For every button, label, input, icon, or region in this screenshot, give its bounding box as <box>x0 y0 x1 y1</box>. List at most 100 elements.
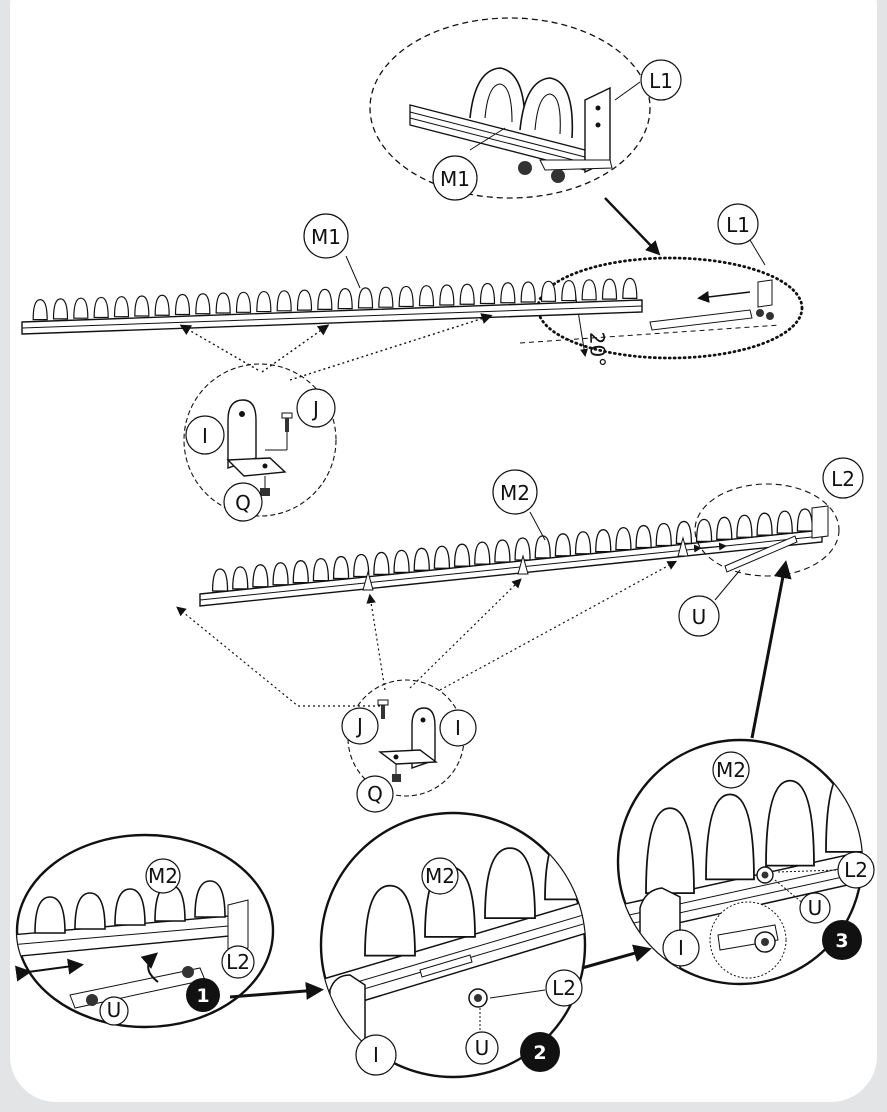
label-l2-step1: L2 <box>226 950 250 974</box>
guard-tooth <box>540 280 557 302</box>
guard-tooth <box>479 282 496 305</box>
rail-m1-leaders <box>179 313 493 381</box>
guard-tooth <box>256 290 272 313</box>
guard-tooth <box>615 526 632 551</box>
step-3-detail: M2 L2 U I 3 <box>616 738 875 986</box>
label-u-step1: U <box>107 998 122 1022</box>
guard-tooth <box>114 888 146 926</box>
guard-tooth <box>113 296 130 318</box>
guard-tooth <box>736 514 753 538</box>
guard-tooth <box>635 524 652 549</box>
step-badge-2 <box>520 1032 560 1072</box>
bracket-detail-1: I J Q <box>183 363 337 522</box>
guard-tooth <box>195 293 211 315</box>
rail-m2-leaders <box>176 560 678 707</box>
label-l2-top: L2 <box>831 467 855 491</box>
guard-tooth <box>34 896 66 934</box>
label-j-2: J <box>355 714 363 738</box>
guard-tooth <box>398 285 414 308</box>
guard-tooth <box>134 295 150 317</box>
guard-tooth <box>52 298 69 320</box>
guard-tooth <box>332 555 350 580</box>
guard-tooth <box>337 288 353 310</box>
guard-tooth <box>601 278 618 300</box>
guard-tooth <box>373 551 390 576</box>
guard-tooth <box>645 807 695 895</box>
guard-tooth <box>756 512 773 536</box>
guard-tooth <box>520 281 536 303</box>
step-badge-1 <box>186 978 220 1012</box>
guard-tooth <box>393 549 410 574</box>
guard-tooth <box>211 568 229 592</box>
guard-tooth <box>474 541 491 565</box>
guard-tooth <box>796 508 814 532</box>
guard-tooth <box>32 299 48 321</box>
guard-tooth <box>494 539 511 563</box>
label-m2: M2 <box>500 481 530 505</box>
guard-tooth <box>194 880 226 918</box>
guard-tooth <box>317 288 333 310</box>
guard-tooth <box>765 779 815 867</box>
label-l1-top: L1 <box>649 69 673 93</box>
guard-tooth <box>675 520 693 545</box>
label-l2-step2: L2 <box>552 976 576 1000</box>
label-m1-callout: M1 <box>440 167 470 191</box>
label-l2-step3: L2 <box>844 858 868 882</box>
guard-tooth <box>292 560 309 584</box>
detail-callout-top: L1 M1 <box>369 17 682 201</box>
guard-tooth <box>296 289 313 311</box>
step-1-detail: M2 L2 U 1 <box>15 833 275 1029</box>
guard-tooth <box>357 287 374 309</box>
label-u-top: U <box>692 605 707 629</box>
step-2-detail: M2 L2 U I 2 <box>319 811 587 1079</box>
guard-tooth <box>534 535 551 559</box>
guard-tooth <box>544 828 585 901</box>
guard-tooth <box>232 566 249 590</box>
guard-tooth <box>776 510 793 534</box>
label-m2-step1: M2 <box>148 864 178 888</box>
guard-tooth <box>276 290 292 312</box>
guard-tooth <box>364 884 416 957</box>
guard-tooth <box>554 533 572 557</box>
guard-tooth <box>459 283 475 305</box>
guard-tooth <box>705 793 755 881</box>
guard-tooth <box>93 296 109 319</box>
label-q-2: Q <box>367 782 383 806</box>
guard-tooth <box>174 293 191 316</box>
label-i-step3: I <box>678 936 684 960</box>
step-number-3: 3 <box>835 930 848 952</box>
guard-tooth <box>154 294 170 316</box>
guard-tooth <box>74 892 106 930</box>
step3-to-assembly-arrow <box>750 560 792 739</box>
label-i-step2: I <box>373 1043 379 1067</box>
guard-tooth <box>272 562 289 586</box>
guard-tooth <box>215 292 231 314</box>
label-m1: M1 <box>311 225 341 249</box>
guard-tooth <box>252 564 269 588</box>
callout-arrow <box>604 197 661 256</box>
angle-label: 20° <box>585 331 610 367</box>
label-i-2: I <box>455 716 461 740</box>
guard-tooth <box>514 537 531 561</box>
guard-tooth <box>595 529 612 553</box>
guard-tooth <box>453 543 471 567</box>
step-badge-3 <box>822 920 862 960</box>
label-m2-step3: M2 <box>716 758 746 782</box>
label-i-1: I <box>202 424 208 448</box>
rail-m1: M1 <box>21 213 643 335</box>
guard-tooth <box>378 286 394 308</box>
guard-tooth <box>235 291 252 313</box>
label-j-1: J <box>311 397 319 421</box>
guard-tooth <box>500 282 516 304</box>
guard-tooth <box>561 279 577 302</box>
guard-tooth <box>574 531 592 555</box>
guard-tooth <box>312 557 330 582</box>
guard-tooth <box>418 285 435 307</box>
guard-tooth <box>439 284 455 306</box>
rail-m2: M2 L2 U <box>199 457 864 637</box>
step1-to-step2-arrow <box>229 981 324 1000</box>
label-m2-step2: M2 <box>425 864 455 888</box>
step2-to-step3-arrow <box>581 944 652 970</box>
